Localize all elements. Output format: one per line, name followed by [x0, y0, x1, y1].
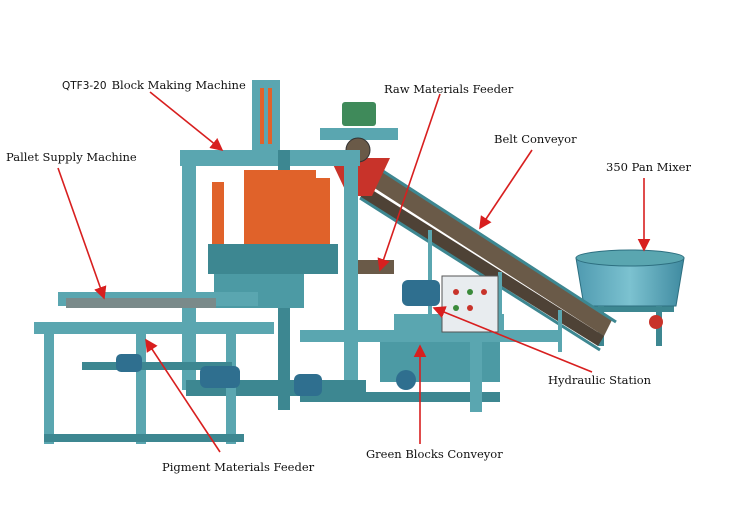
arrow-belt-conveyor	[479, 149, 533, 230]
label-pan-mixer: 350 Pan Mixer	[606, 160, 691, 174]
arrow-pallet-supply-machine	[57, 167, 107, 300]
label-pigment-materials-feeder: Pigment Materials Feeder	[162, 460, 315, 474]
block-making-machine-text: Block Making Machine	[111, 78, 246, 92]
label-hydraulic-station: Hydraulic Station	[548, 373, 652, 387]
leader-arrows	[57, 91, 651, 453]
base-motors	[116, 354, 322, 396]
label-belt-conveyor: Belt Conveyor	[494, 132, 577, 146]
label-raw-materials-feeder: Raw Materials Feeder	[384, 82, 514, 96]
arrow-block-making-machine	[149, 91, 224, 152]
belt-conveyor	[359, 162, 617, 352]
arrow-raw-materials-feeder	[377, 93, 441, 272]
arrow-pigment-materials-feeder	[145, 338, 221, 453]
pallet-supply-machine	[34, 292, 274, 444]
arrow-hydraulic-station	[432, 306, 593, 373]
label-green-blocks-conveyor: Green Blocks Conveyor	[366, 447, 503, 461]
label-pallet-supply-machine: Pallet Supply Machine	[6, 150, 137, 164]
label-block-making-machine: QTF3-20 Block Making Machine	[62, 78, 246, 93]
model-number: QTF3-20	[62, 80, 107, 92]
block-making-machine	[180, 80, 366, 410]
pan-mixer	[575, 249, 685, 346]
